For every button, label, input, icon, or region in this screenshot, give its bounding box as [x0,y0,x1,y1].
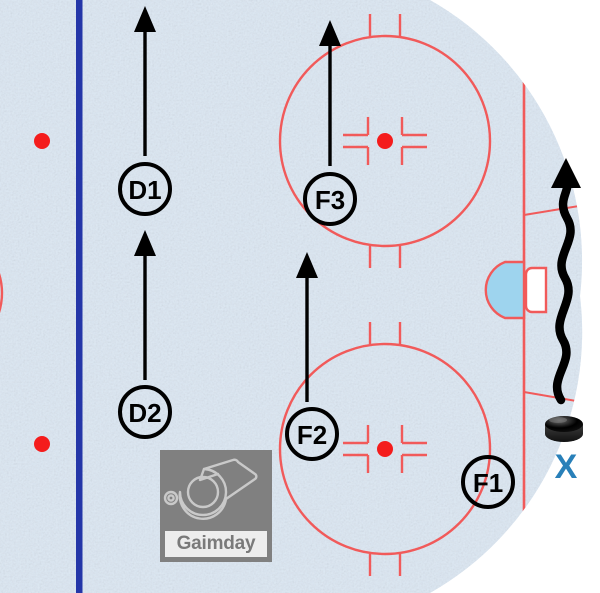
faceoff-circle-top-ring [278,34,492,248]
neutral-zone-faceoff-dot-top [34,133,50,149]
faceoff-circle-top [278,14,492,268]
player-marker-circle [285,407,339,461]
player-marker-d1[interactable]: D1 [118,162,172,216]
movement-arrows [134,6,581,405]
goal-net [524,266,548,314]
faceoff-circle-bottom [278,322,492,576]
goal-crease [484,260,526,320]
player-marker-circle [118,385,172,439]
puck-icon [545,416,583,442]
player-marker-label: D2 [128,398,161,428]
player-marker-f2[interactable]: F2 [285,407,339,461]
arrow-d1-straight [134,6,156,156]
arrow-puck-wavy [551,158,581,405]
player-markers: D1 D2 F3 F2 F1 [118,162,515,509]
player-marker-d2[interactable]: D2 [118,385,172,439]
player-marker-label: F1 [473,468,503,498]
arrow-f2-straight [296,252,318,402]
player-marker-f3[interactable]: F3 [303,172,357,226]
watermark-badge: Gaimday [160,450,272,562]
x-marker-label: X [555,448,578,486]
arrow-f3-straight [319,20,341,166]
faceoff-dot [377,133,393,149]
player-marker-circle [303,172,357,226]
player-marker-label: F3 [315,185,345,215]
faceoff-l-marks [343,117,427,165]
blue-line [76,0,83,593]
faceoff-l-marks [343,425,427,473]
arrow-d2-straight [134,230,156,380]
faceoff-circle-bottom-ring [278,342,492,556]
neutral-zone-faceoff-dot-bottom [34,436,50,452]
player-marker-circle [118,162,172,216]
whistle-icon [163,458,258,520]
player-marker-label: D1 [128,175,161,205]
player-marker-f1[interactable]: F1 [461,455,515,509]
center-ice-circle-edge [0,227,4,359]
watermark-label: Gaimday [165,531,267,557]
player-marker-label: F2 [297,420,327,450]
faceoff-dot [377,441,393,457]
player-marker-circle [461,455,515,509]
